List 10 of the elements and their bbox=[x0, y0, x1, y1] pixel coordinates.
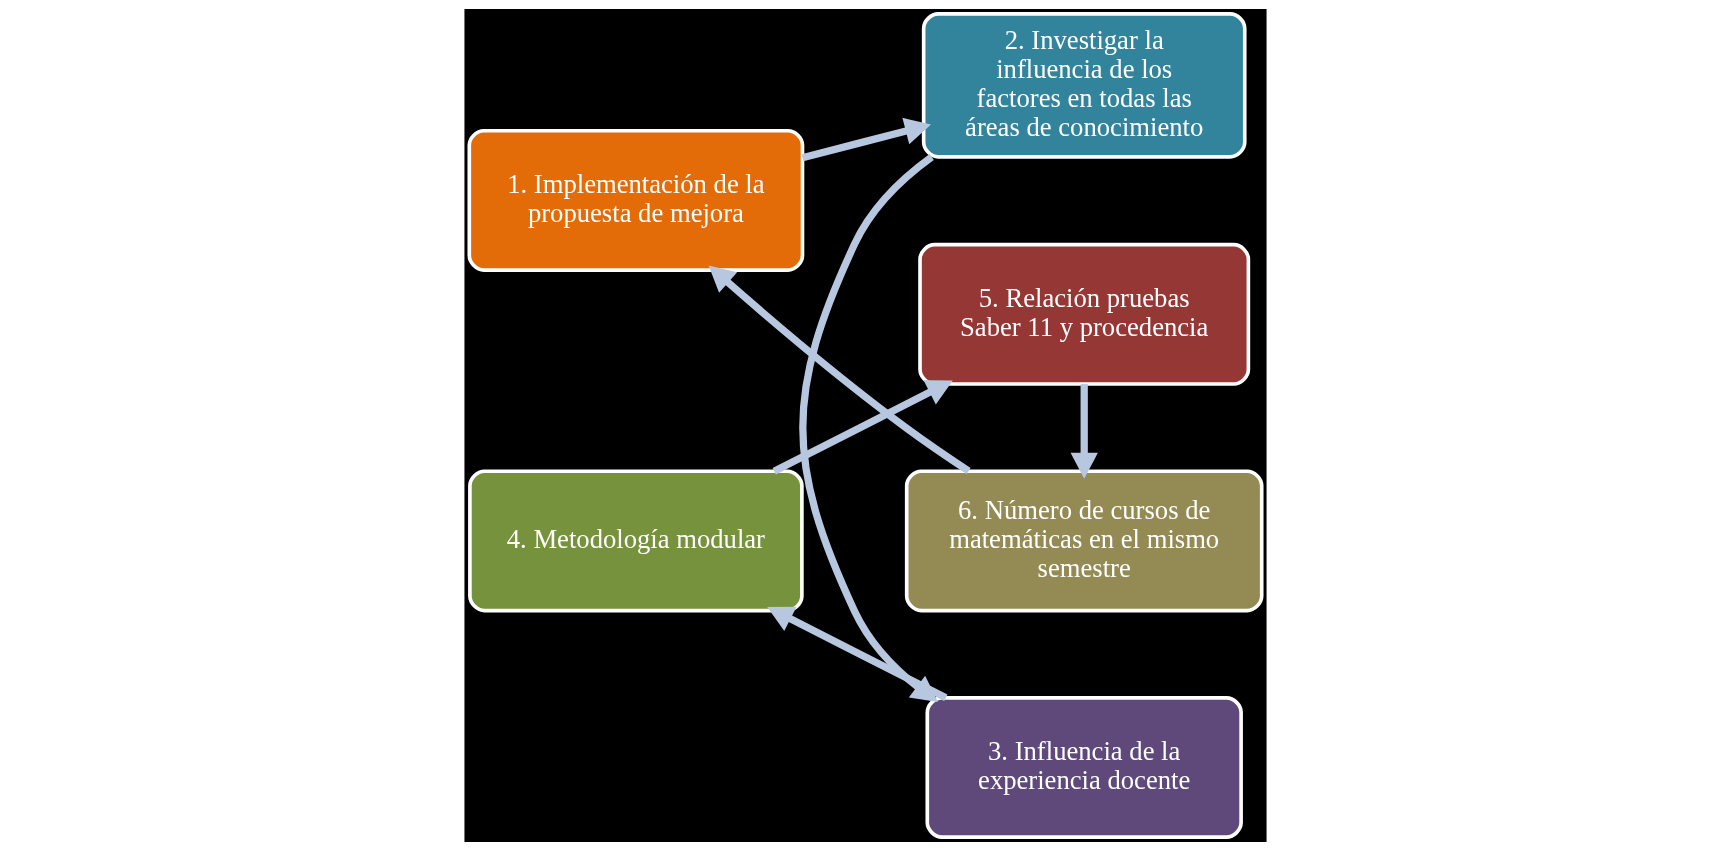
arrow bbox=[801, 117, 931, 161]
node-box: 3. Influencia de la experiencia docente bbox=[924, 695, 1243, 839]
arrow bbox=[1070, 383, 1098, 479]
node-box: 6. Número de cursos de matemáticas en el mismo semestre bbox=[904, 468, 1264, 612]
node-box: 5. Relación pruebas Saber 11 y procedencia bbox=[917, 242, 1250, 386]
node-box: 2. Investigar la influencia de los factores en todas las áreas de conocimiento bbox=[921, 11, 1247, 159]
arrow bbox=[772, 379, 953, 474]
node-box: 4. Metodología modular bbox=[467, 468, 804, 612]
node-box: 1. Implementación de la propuesta de mejora bbox=[466, 128, 804, 272]
arrow bbox=[708, 264, 971, 474]
